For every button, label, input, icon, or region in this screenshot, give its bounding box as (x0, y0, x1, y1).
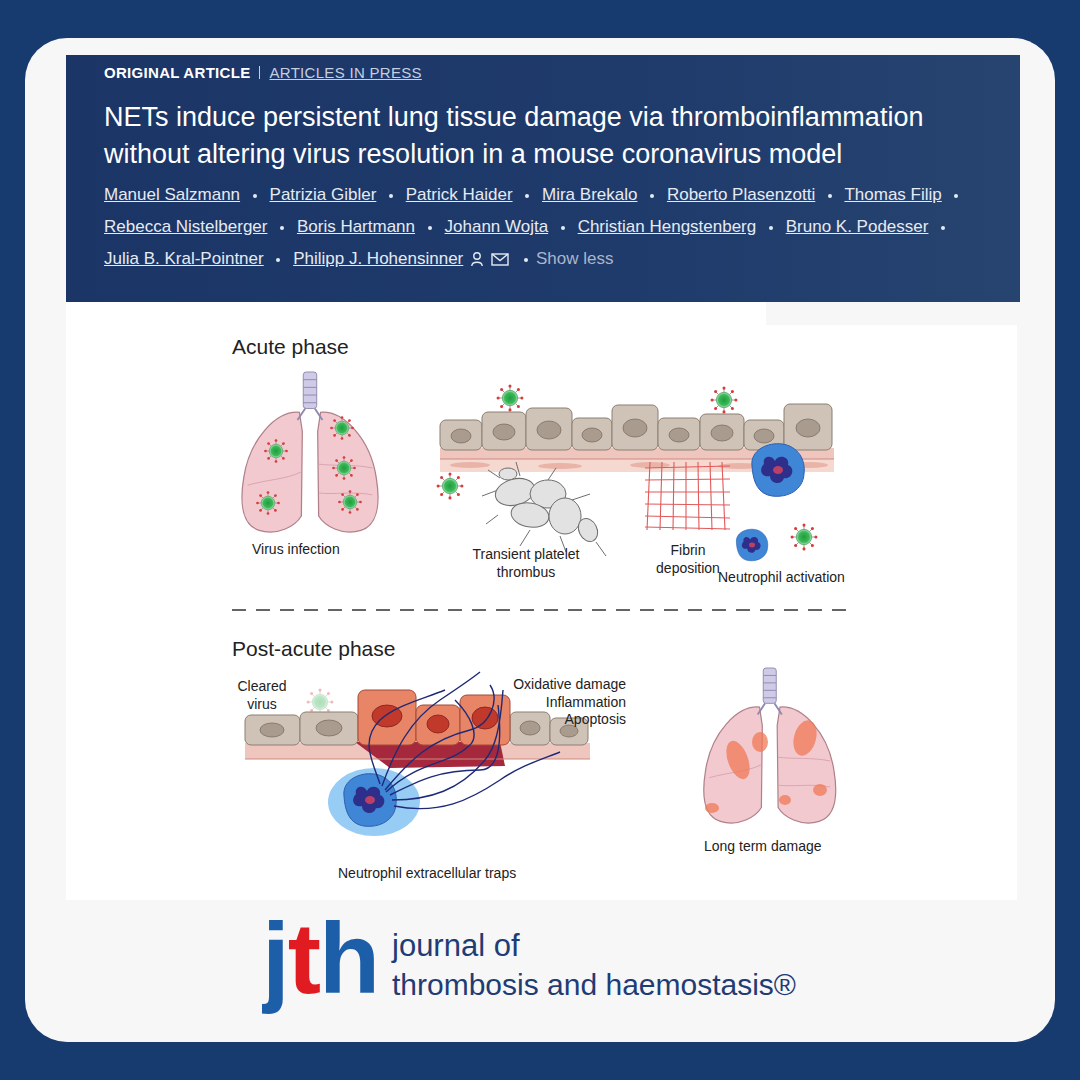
separator-dot (428, 226, 432, 230)
article-type: ORIGINAL ARTICLE (104, 64, 250, 81)
figure-label: Neutrophil activation (718, 569, 845, 587)
separator-dot (769, 226, 773, 230)
author-name: Christian Hengstenberg (578, 217, 757, 236)
author-list: Manuel Salzmann Patrizia Gibler Patrick … (104, 179, 1009, 278)
author-name: Manuel Salzmann (104, 185, 240, 204)
author-name: Patrizia Gibler (270, 185, 377, 204)
panel-strip (66, 300, 766, 326)
separator-dot (941, 226, 945, 230)
author-name: Patrick Haider (406, 185, 513, 204)
figure-label: Oxidative damage Inflammation Apoptosis (498, 676, 626, 729)
article-title: NETs induce persistent lung tissue damag… (104, 99, 1009, 173)
separator-dot (650, 194, 654, 198)
phase-separator (232, 609, 850, 610)
author-name: Johann Wojta (445, 217, 549, 236)
figure-label: Long term damage (704, 838, 822, 856)
figure-label: Virus infection (252, 541, 340, 559)
separator-dot (524, 258, 528, 262)
author-name: Julia B. Kral-Pointner (104, 249, 264, 268)
separator-dot (525, 194, 529, 198)
separator-bar (259, 66, 260, 79)
acute-endothelium (437, 385, 834, 551)
net-neutrophil (328, 672, 560, 836)
author-name: Rebecca Nistelberger (104, 217, 267, 236)
show-less-link: Show less (536, 249, 613, 268)
separator-dot (276, 258, 280, 262)
separator-dot (828, 194, 832, 198)
acute-lungs (242, 372, 378, 532)
article-status: ARTICLES IN PRESS (269, 64, 421, 81)
neutrophils (736, 444, 804, 561)
author-name: Philipp J. Hohensinner (293, 249, 463, 268)
author-icons (471, 246, 511, 278)
separator-dot (253, 194, 257, 198)
author-name: Mira Brekalo (542, 185, 637, 204)
journal-logo: jth (262, 908, 378, 1022)
journal-name: thrombosis and haemostasis® (392, 966, 796, 1004)
author-name: Thomas Filip (844, 185, 941, 204)
separator-dot (280, 226, 284, 230)
author-name: Bruno K. Podesser (786, 217, 929, 236)
figure-label: Neutrophil extracellular traps (338, 865, 516, 883)
platelet-thrombus (482, 462, 606, 556)
author-name: Boris Hartmann (297, 217, 415, 236)
article-type-line: ORIGINAL ARTICLE ARTICLES IN PRESS (104, 63, 422, 83)
author-name: Roberto Plasenzotti (667, 185, 815, 204)
phase-heading: Acute phase (232, 334, 349, 360)
separator-dot (954, 194, 958, 198)
journal-name: journal of (392, 927, 520, 966)
damaged-lungs (704, 668, 836, 823)
phase-heading: Post-acute phase (232, 636, 395, 662)
figure-label: Transient platelet thrombus (460, 546, 592, 581)
separator-dot (561, 226, 565, 230)
figure-label: Cleared virus (230, 678, 294, 713)
contact-icons (471, 251, 511, 267)
separator-dot (389, 194, 393, 198)
fibrin-mesh (645, 462, 730, 530)
header-banner: ORIGINAL ARTICLE ARTICLES IN PRESS NETs in… (66, 55, 1020, 302)
